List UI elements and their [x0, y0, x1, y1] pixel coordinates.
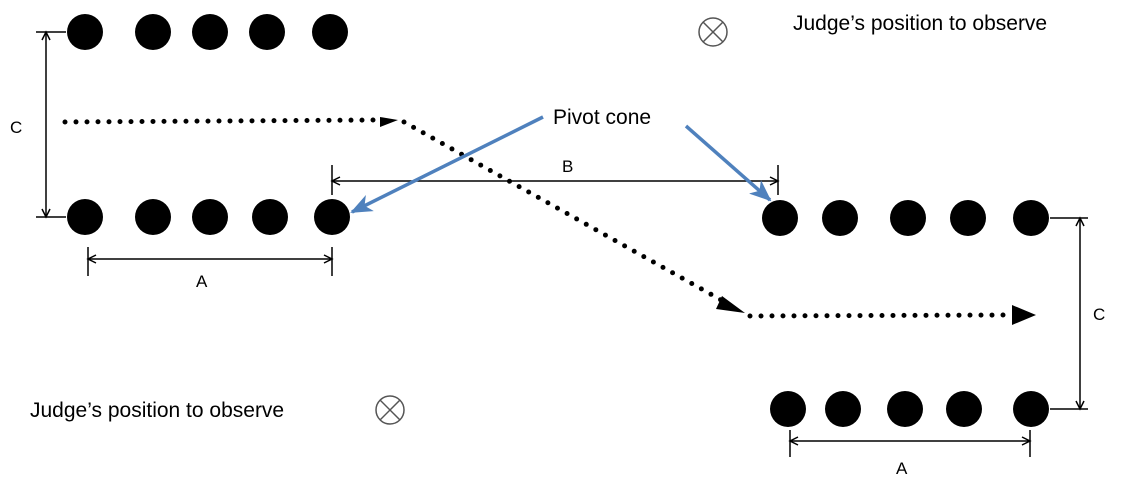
path-segment-diagonal: [401, 119, 733, 308]
arrowhead-icon: [716, 296, 745, 313]
dim-label-a-left: A: [196, 272, 208, 291]
cone-row-top-left: [67, 14, 348, 50]
dimension-c-right: [1050, 216, 1088, 411]
path-segment-entry: [62, 117, 383, 125]
path-segment-exit: [747, 312, 1013, 319]
cone: [135, 199, 171, 235]
cone: [249, 14, 285, 50]
circled-x-icon: [375, 395, 405, 425]
cone: [1013, 200, 1049, 236]
cone: [822, 200, 858, 236]
arrowhead-icon: [1012, 305, 1036, 325]
pivot-pointer-left: [350, 115, 544, 214]
circled-x-icon: [698, 17, 728, 47]
cone: [890, 200, 926, 236]
travel-path: [62, 117, 1036, 325]
cone: [135, 14, 171, 50]
pivot-cone-label: Pivot cone: [553, 106, 651, 129]
pivot-cone-left: [314, 199, 350, 235]
cone-row-mid-left: [67, 199, 350, 235]
pivot-cone-right: [762, 200, 798, 236]
cone: [252, 199, 288, 235]
cone-row-mid-right: [762, 200, 1049, 236]
cone: [192, 14, 228, 50]
dim-label-a-right: A: [896, 459, 908, 478]
cone: [950, 200, 986, 236]
dimension-a-right: [788, 430, 1032, 457]
cone: [770, 391, 806, 427]
judge-label-top: Judge’s position to observe: [793, 12, 1047, 35]
cone: [192, 199, 228, 235]
dim-label-c-right: C: [1093, 305, 1105, 324]
cone: [946, 391, 982, 427]
cone: [1013, 391, 1049, 427]
dimension-c-left: [36, 30, 66, 219]
cone: [67, 14, 103, 50]
pivot-pointers: [350, 115, 772, 214]
dimension-b: [330, 165, 780, 195]
dimension-a-left: [86, 247, 334, 276]
cone: [67, 199, 103, 235]
judge-label-bottom: Judge’s position to observe: [30, 399, 284, 422]
dim-label-c-left: C: [10, 118, 22, 137]
arrowhead-icon: [380, 117, 398, 127]
pivot-pointer-right: [684, 124, 772, 202]
cone: [312, 14, 348, 50]
cone-row-bottom-right: [770, 391, 1049, 427]
cone: [887, 391, 923, 427]
dim-label-b: B: [562, 157, 573, 176]
cone: [825, 391, 861, 427]
